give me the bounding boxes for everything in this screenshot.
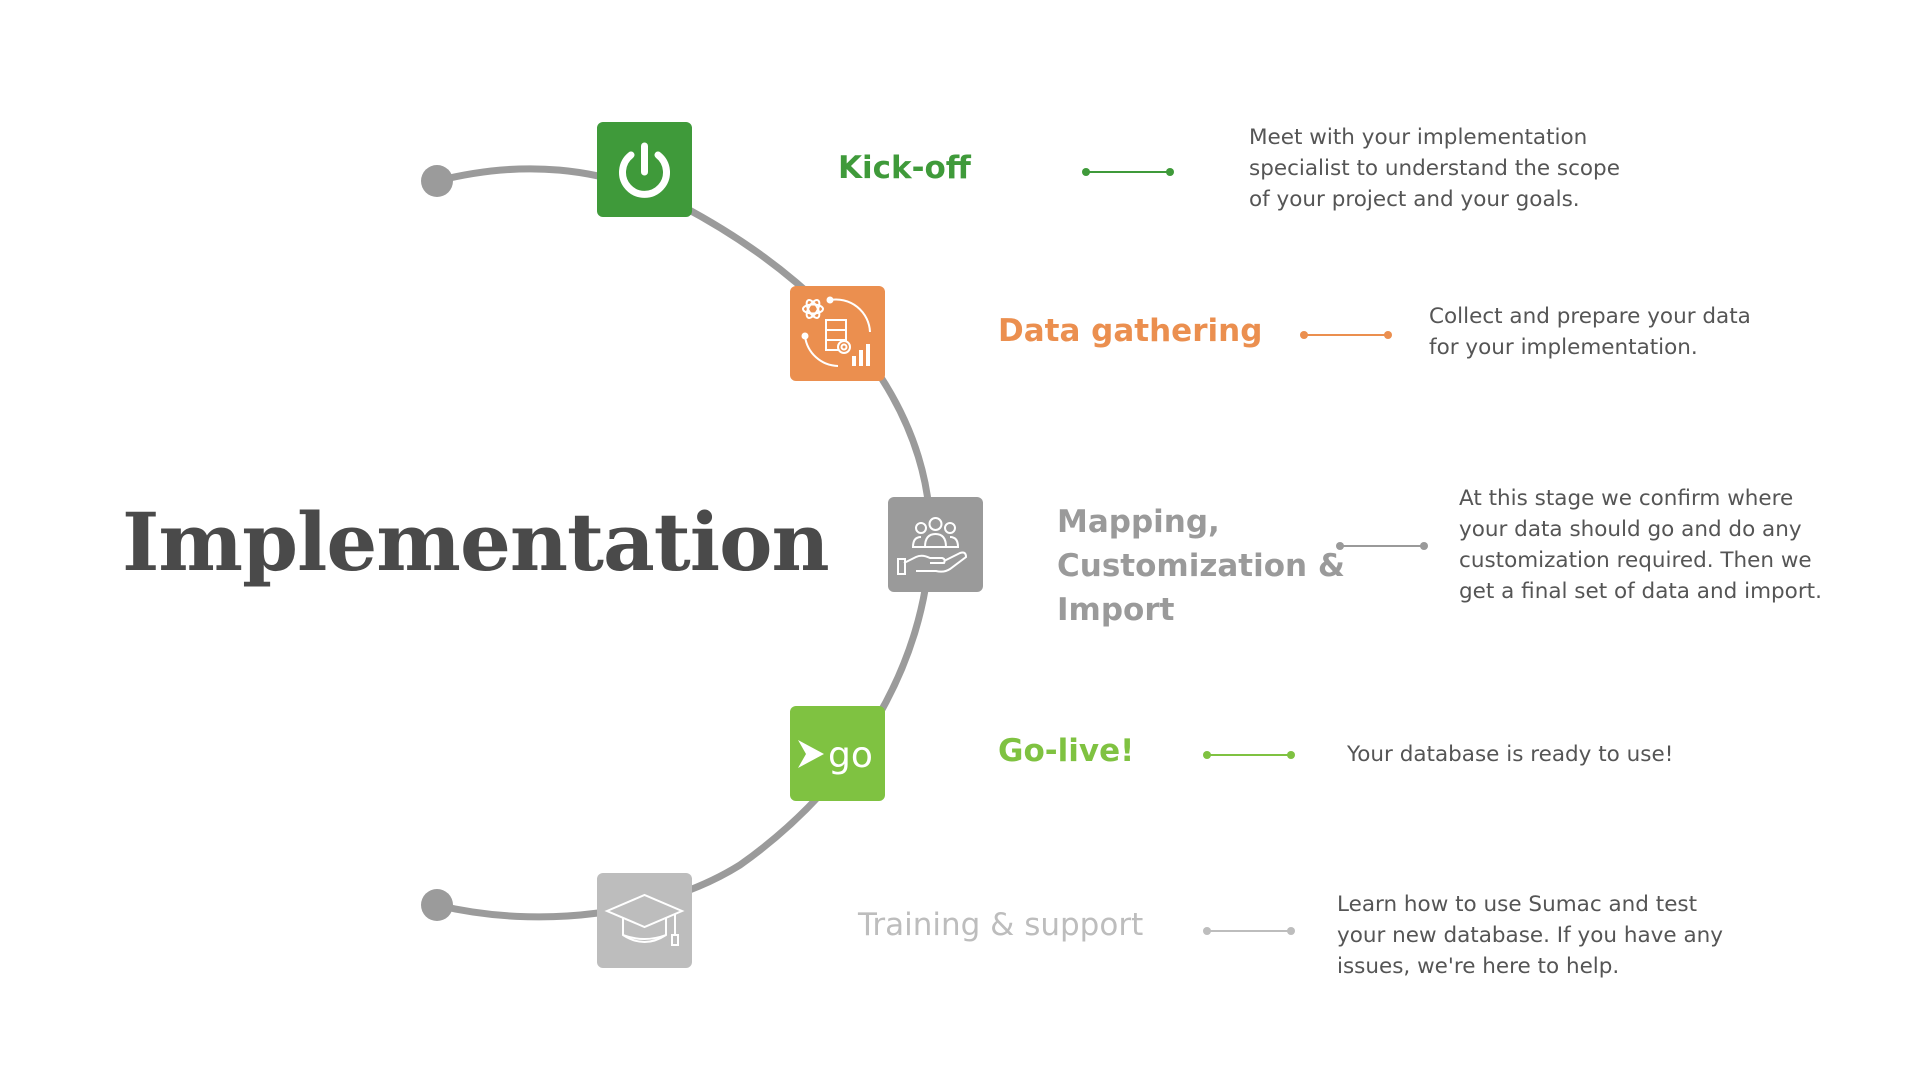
connector-kickoff xyxy=(1082,167,1174,177)
connector-golive xyxy=(1203,750,1295,760)
step-title-golive: Go-live! xyxy=(998,733,1135,769)
step-title-data-gathering: Data gathering xyxy=(998,313,1263,349)
kickoff-icon-box xyxy=(597,122,692,217)
step-desc-data-gathering: Collect and prepare your data for your i… xyxy=(1429,304,1751,360)
graduation-cap-icon xyxy=(604,893,685,946)
training-icon-box xyxy=(597,873,692,968)
page-title: Implementation xyxy=(122,495,830,589)
step-desc-mapping: At this stage we confirm where your data… xyxy=(1459,486,1822,604)
step-desc-training: Learn how to use Sumac and test your new… xyxy=(1337,892,1723,979)
golive-icon-box: go xyxy=(790,706,885,801)
step-desc-golive: Your database is ready to use! xyxy=(1347,742,1674,767)
step-title-kickoff: Kick-off xyxy=(838,150,971,186)
step-desc-kickoff: Meet with your implementation specialist… xyxy=(1249,125,1620,212)
step-title-training: Training & support xyxy=(858,907,1144,943)
go-icon: go xyxy=(798,735,873,776)
go-icon-text: go xyxy=(828,735,873,776)
mapping-icon-box xyxy=(888,497,983,592)
arc-end-dot xyxy=(421,889,453,921)
arc-start-dot xyxy=(421,165,453,197)
connector-data-gathering xyxy=(1300,330,1392,340)
connector-mapping xyxy=(1336,541,1428,551)
connector-training xyxy=(1203,926,1295,936)
power-icon xyxy=(619,142,670,198)
step-title-mapping: Mapping, Customization & Import xyxy=(1057,504,1345,628)
data-analytics-icon xyxy=(801,296,871,367)
people-hand-icon xyxy=(897,517,968,575)
data-gathering-icon-box xyxy=(790,286,885,381)
